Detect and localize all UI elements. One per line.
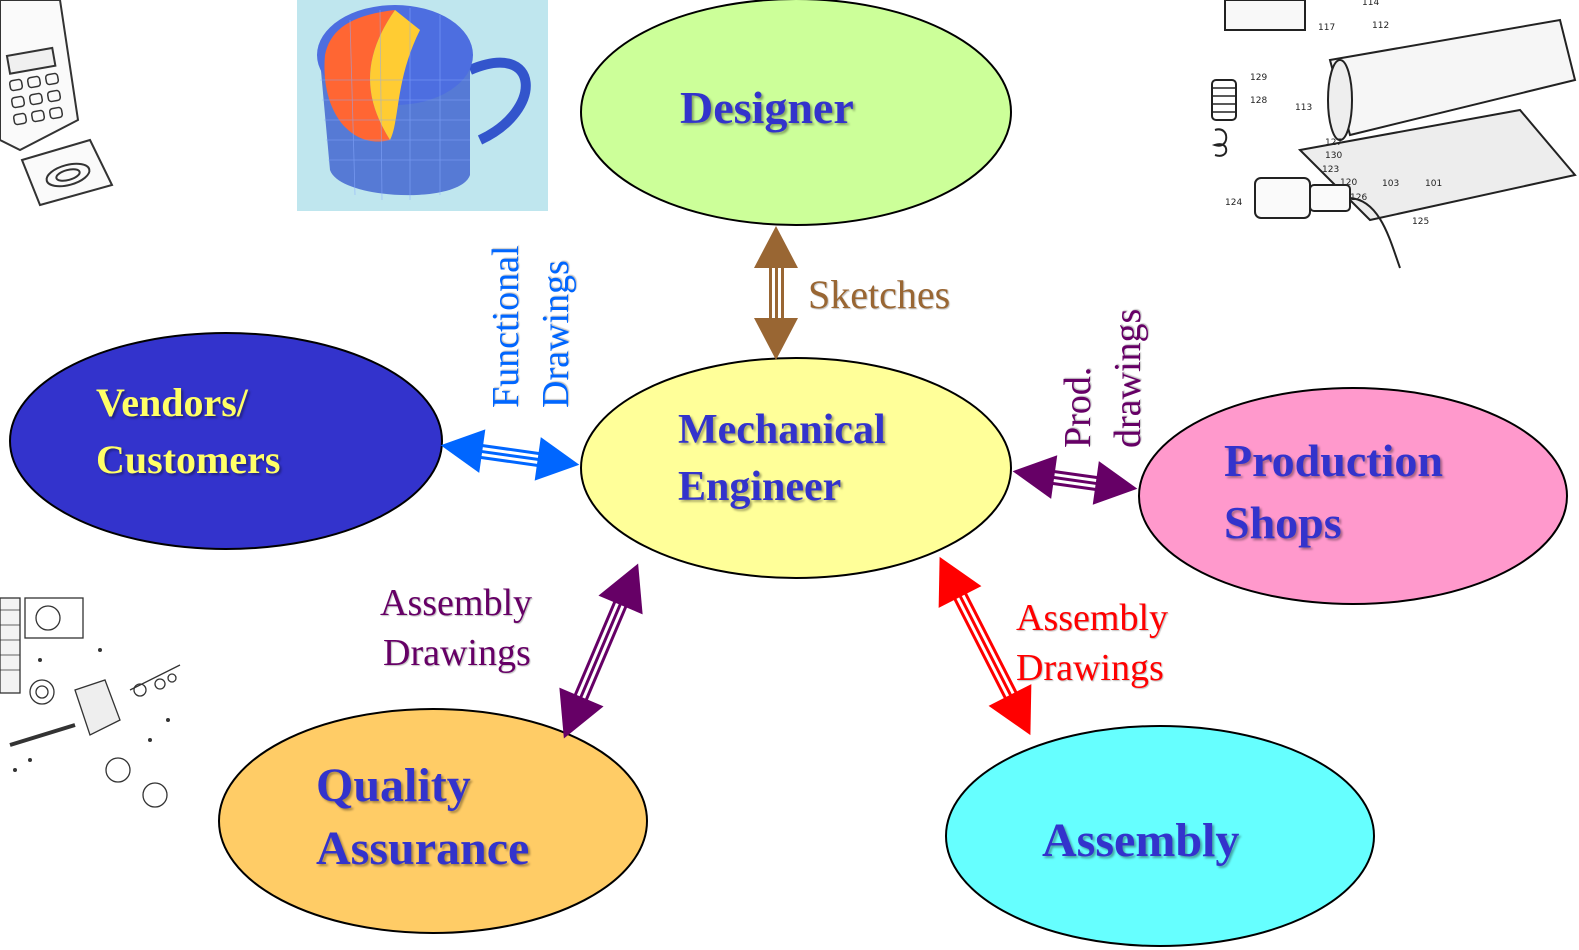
svg-text:113: 113 <box>1295 103 1312 113</box>
svg-text:125: 125 <box>1412 217 1429 227</box>
quality-assurance-node <box>218 708 648 934</box>
mug-mesh-model-image <box>297 0 548 211</box>
production-shops-node <box>1138 387 1568 605</box>
svg-text:112: 112 <box>1372 21 1389 31</box>
svg-text:120: 120 <box>1340 178 1357 188</box>
svg-text:103: 103 <box>1382 179 1399 189</box>
sketches-arrow <box>754 226 798 360</box>
gearbox-exploded-drawing-image <box>0 597 181 808</box>
prod-drawings-arrow <box>1012 455 1138 505</box>
mobile-phone-sketch-image <box>0 0 114 207</box>
designer-node <box>580 0 1012 226</box>
mechanical-engineer-label-line1: Mechanical <box>678 407 886 453</box>
assembly-drawings-label-line1: Assembly <box>1016 597 1168 639</box>
svg-text:126: 126 <box>1350 193 1367 203</box>
assembly-drawings-arrow <box>938 556 1032 736</box>
prod-drawings-label-line2: drawings <box>1107 309 1149 448</box>
functional-drawings-label-line1: Functional <box>485 245 527 408</box>
prod-drawings-label-line1: Prod. <box>1057 367 1099 448</box>
mechanical-engineer-label-line2: Engineer <box>678 464 841 510</box>
qa-assembly-drawings-label-line2: Drawings <box>383 632 531 674</box>
svg-text:114: 114 <box>1362 0 1379 8</box>
assembly-label: Assembly <box>1042 814 1239 867</box>
svg-text:130: 130 <box>1325 151 1342 161</box>
functional-drawings-arrow <box>440 429 580 481</box>
svg-text:101: 101 <box>1425 179 1442 189</box>
qa-assembly-drawings-arrow <box>559 563 643 739</box>
assembly-drawings-label-line2: Drawings <box>1016 647 1164 689</box>
functional-drawings-label-line2: Drawings <box>535 260 577 408</box>
vendors-customers-label-line1: Vendors/ <box>96 380 249 425</box>
svg-text:129: 129 <box>1250 73 1267 83</box>
svg-text:117: 117 <box>1318 23 1335 33</box>
quality-assurance-label-line1: Quality <box>316 759 471 812</box>
production-shops-label-line1: Production <box>1224 435 1443 486</box>
svg-text:128: 128 <box>1250 96 1267 106</box>
svg-text:123: 123 <box>1322 165 1339 175</box>
quality-assurance-label-line2: Assurance <box>316 822 529 875</box>
qa-assembly-drawings-label-line1: Assembly <box>380 582 532 624</box>
svg-text:124: 124 <box>1225 198 1242 208</box>
vendors-customers-label-line2: Customers <box>96 437 280 482</box>
production-shops-label-line2: Shops <box>1224 497 1342 548</box>
sketches-label: Sketches <box>808 272 950 317</box>
vendors-customers-node <box>9 332 443 550</box>
mechanical-engineer-node <box>580 357 1012 579</box>
assembly-node <box>945 725 1375 947</box>
designer-label: Designer <box>680 82 854 133</box>
exploded-assembly-drawing-image: 114 112 117 129 128 113 127 130 123 120 … <box>1211 0 1577 269</box>
svg-text:127: 127 <box>1325 138 1342 148</box>
